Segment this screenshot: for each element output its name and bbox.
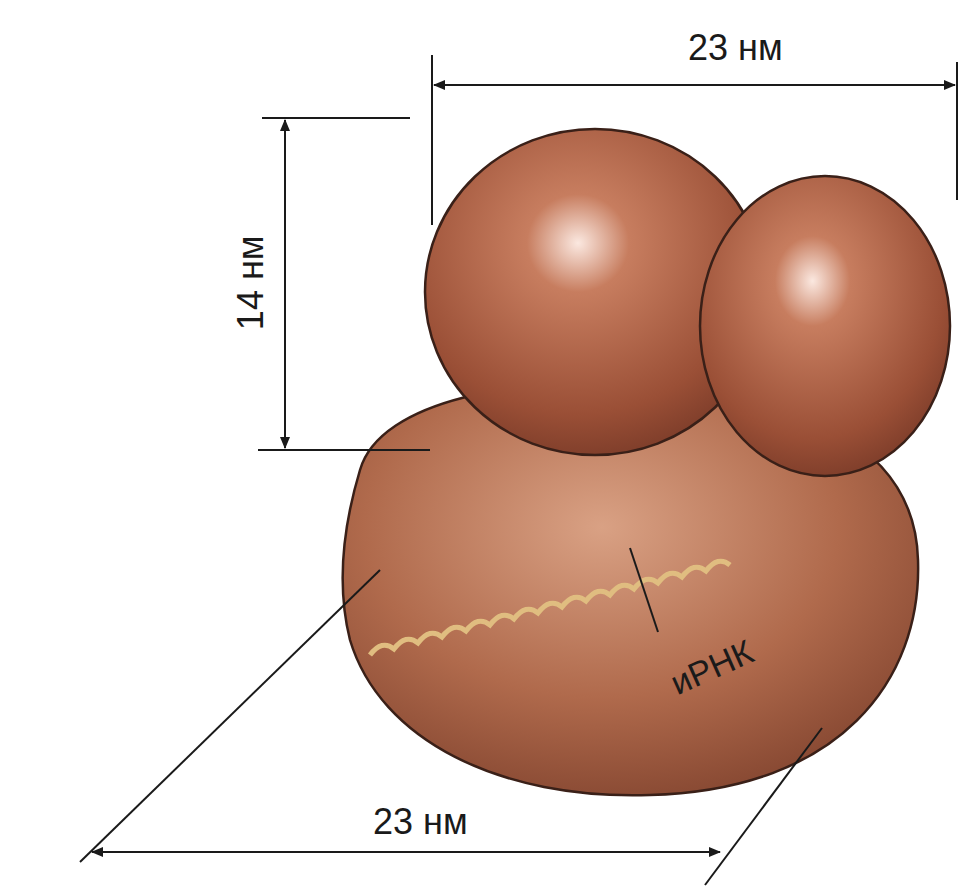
dimension-arrow <box>92 851 720 853</box>
extension-line <box>956 62 958 200</box>
dimension-arrow <box>284 120 286 448</box>
extension-line <box>258 449 430 451</box>
dimension-label: 23 нм <box>688 28 783 68</box>
small-subunit-lobe <box>700 176 950 476</box>
extension-line <box>431 55 433 225</box>
extension-line <box>80 570 380 862</box>
dimension-arrow <box>434 84 955 86</box>
mrna-strand <box>370 561 730 655</box>
dimension-label: 23 нм <box>373 802 468 842</box>
leader-line <box>630 548 658 632</box>
extension-line <box>262 117 410 119</box>
dimension-label: 14 нм <box>231 235 271 330</box>
extension-line <box>705 728 822 885</box>
